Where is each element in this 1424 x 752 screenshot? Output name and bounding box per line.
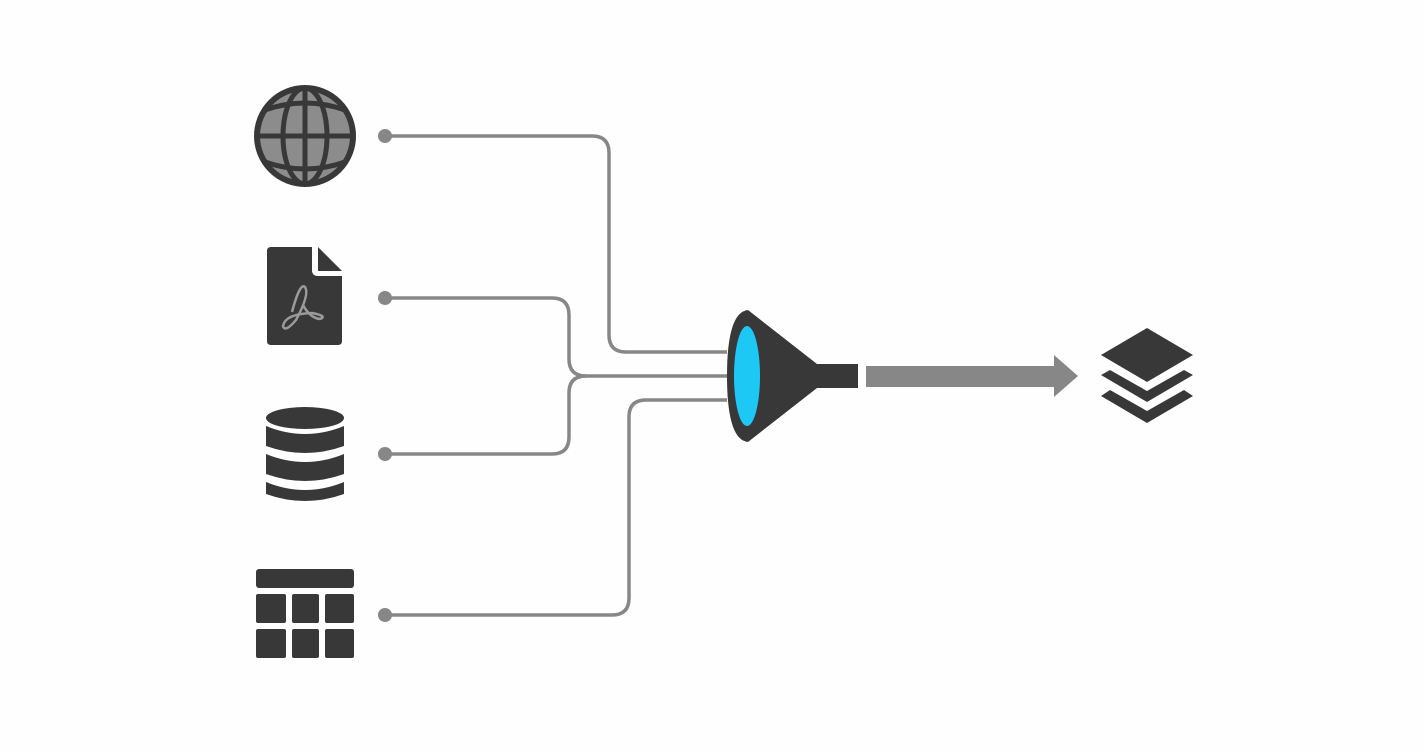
database-icon [266, 407, 344, 501]
connector-pdf [385, 296, 727, 378]
connector-globe [385, 134, 727, 354]
connector-database [385, 374, 587, 456]
globe-icon [254, 85, 356, 187]
connector-dot-database [378, 447, 392, 461]
pdf-file-icon [267, 247, 342, 345]
connector-table [385, 398, 727, 617]
connector-dot-table [378, 608, 392, 622]
table-icon [256, 569, 354, 658]
funnel-opening [734, 326, 760, 426]
arrow-icon [866, 355, 1078, 397]
connector-dot-pdf [378, 291, 392, 305]
funnel-icon [727, 310, 858, 442]
connector-dot-globe [378, 129, 392, 143]
connectors [385, 134, 727, 617]
layers-icon [1101, 328, 1193, 423]
